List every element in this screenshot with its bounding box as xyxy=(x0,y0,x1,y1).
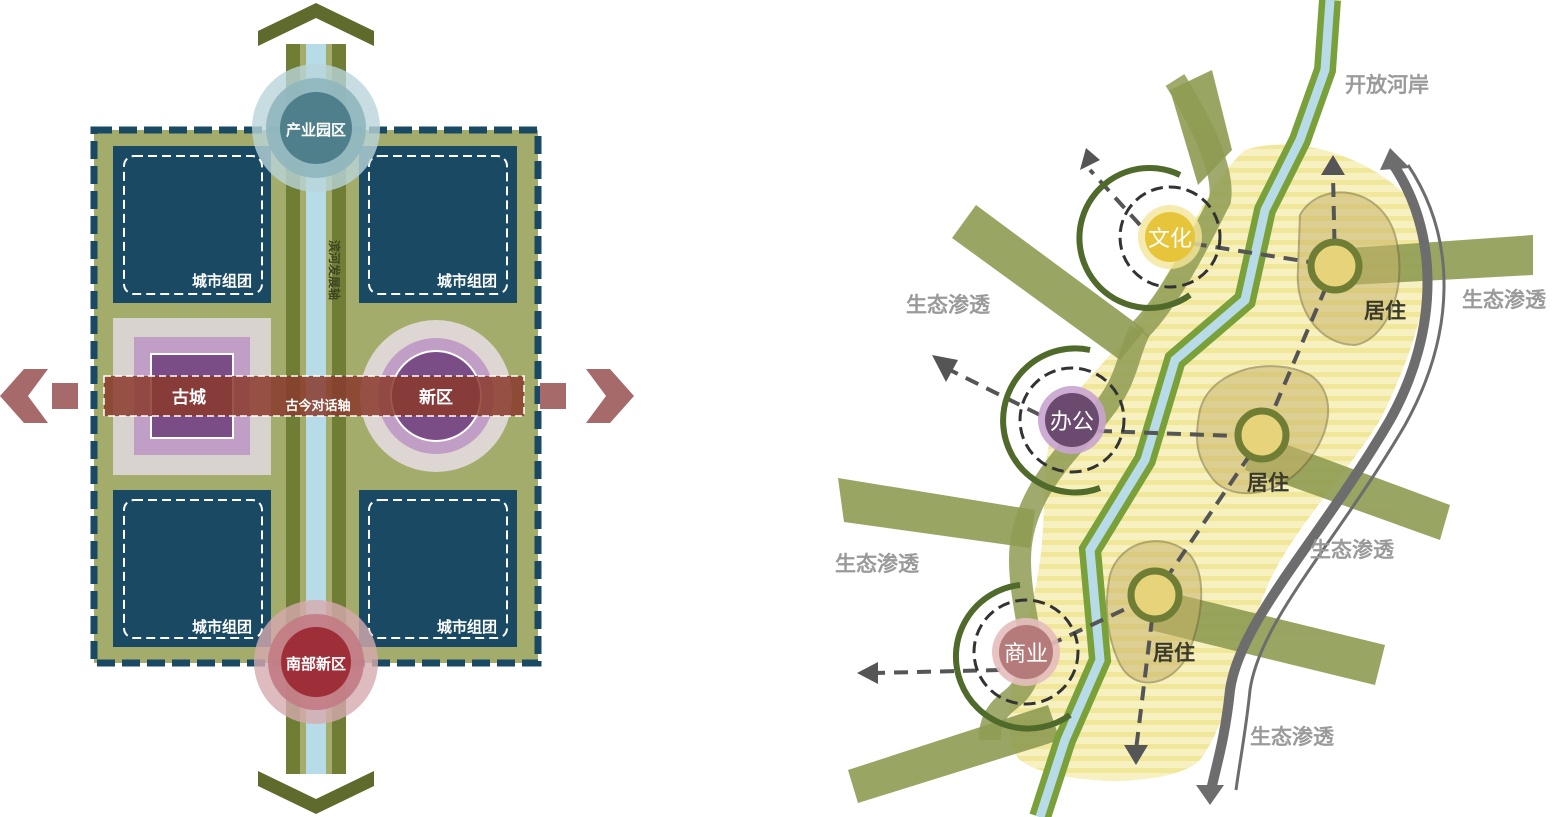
eco-penetration-label: 生态渗透 xyxy=(1462,288,1547,312)
eco-penetration-label: 生态渗透 xyxy=(906,293,991,317)
dialogue-axis-label: 古今对话轴 xyxy=(285,398,350,414)
open-riverbank-label: 开放河岸 xyxy=(1345,73,1429,97)
north-arrow-icon xyxy=(258,3,374,46)
cluster-bottom-right: 城市组团 xyxy=(359,490,517,647)
cluster-label: 城市组团 xyxy=(437,272,497,290)
residential-node-2: 居住 xyxy=(1234,407,1290,495)
residential-label: 居住 xyxy=(1364,299,1406,323)
arrow-head-icon xyxy=(1380,148,1410,170)
south-arrow-icon xyxy=(258,771,374,814)
dialogue-axis: 古今对话轴 xyxy=(0,369,634,423)
eco-penetration-label: 生态渗透 xyxy=(1310,538,1395,562)
eco-penetration-label: 生态渗透 xyxy=(1250,725,1335,749)
cluster-label: 城市组团 xyxy=(192,618,252,636)
eco-penetration-label: 生态渗透 xyxy=(835,552,920,576)
industrial-park-node: 产业园区 xyxy=(252,64,380,192)
river xyxy=(1029,0,1341,817)
office-node: 办公 xyxy=(1000,345,1126,496)
office-label: 办公 xyxy=(1050,410,1094,435)
cluster-label: 城市组团 xyxy=(437,618,497,636)
cluster-label: 城市组团 xyxy=(192,272,252,290)
commerce-node: 商业 xyxy=(952,582,1080,732)
residential-label: 居住 xyxy=(1153,641,1195,665)
left-diagram: 城市组团 城市组团 城市组团 城市组团 xyxy=(0,3,634,814)
residential-node-1: 居住 xyxy=(1307,238,1406,323)
culture-label: 文化 xyxy=(1148,227,1192,252)
industrial-park-label: 产业园区 xyxy=(286,121,346,139)
right-diagram: 文化 办公 商业 居住 居住 居住 xyxy=(835,0,1547,817)
culture-node: 文化 xyxy=(1076,165,1222,311)
arrow-head-icon xyxy=(1196,785,1224,805)
south-new-district-node: 南部新区 xyxy=(254,600,378,724)
west-arrow-icon xyxy=(0,369,48,423)
residential-node-3: 居住 xyxy=(1127,567,1195,665)
residential-label: 居住 xyxy=(1247,471,1289,495)
riverside-axis-label: 滨河发展轴 xyxy=(327,240,342,300)
new-district-label: 新区 xyxy=(419,387,453,408)
dashed-arrowheads xyxy=(857,148,1345,765)
commerce-label: 商业 xyxy=(1004,642,1048,667)
cluster-bottom-left: 城市组团 xyxy=(113,490,271,647)
open-riverbank-arrow xyxy=(1196,148,1446,805)
old-city-label: 古城 xyxy=(172,387,206,408)
cluster-top-right: 城市组团 xyxy=(359,146,517,303)
cluster-top-left: 城市组团 xyxy=(113,146,271,303)
south-new-district-label: 南部新区 xyxy=(286,655,346,673)
east-arrow-icon xyxy=(586,369,634,423)
